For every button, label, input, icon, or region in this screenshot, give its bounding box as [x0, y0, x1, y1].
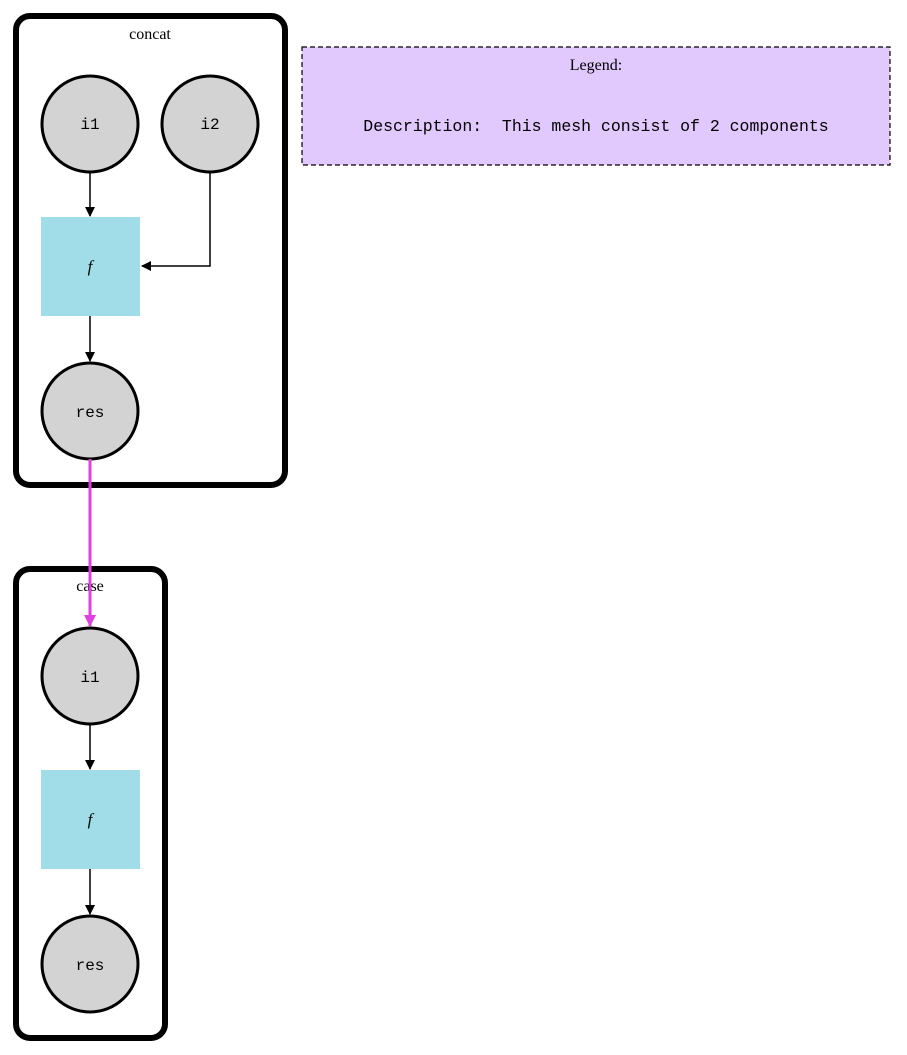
cluster-concat: concat i1 i2 f res — [13, 13, 288, 488]
legend-description: Description: This mesh consist of 2 comp… — [363, 117, 828, 136]
node-case-f[interactable]: f — [41, 770, 140, 869]
cluster-concat-label: concat — [129, 26, 171, 43]
node-case-res-label: res — [76, 957, 105, 975]
legend-title: Legend: — [570, 57, 622, 74]
node-concat-res[interactable]: res — [40, 361, 140, 461]
node-case-res[interactable]: res — [40, 914, 140, 1014]
node-concat-i1-label: i1 — [80, 116, 99, 134]
legend-box — [301, 46, 891, 166]
node-case-f-label: f — [88, 810, 95, 829]
node-concat-i2[interactable]: i2 — [160, 74, 260, 174]
node-concat-f-label: f — [88, 257, 95, 276]
node-concat-f[interactable]: f — [41, 217, 140, 316]
node-concat-res-label: res — [76, 404, 105, 422]
legend: Legend: Description: This mesh consist o… — [301, 46, 891, 166]
cluster-concat-border — [13, 13, 288, 488]
node-case-i1[interactable]: i1 — [40, 626, 140, 726]
edge-concat-i2-to-f — [141, 172, 211, 271]
node-concat-i2-label: i2 — [200, 116, 219, 134]
node-case-i1-label: i1 — [80, 669, 99, 687]
cluster-case: case i1 f res — [13, 566, 168, 1041]
node-concat-i1[interactable]: i1 — [40, 74, 140, 174]
